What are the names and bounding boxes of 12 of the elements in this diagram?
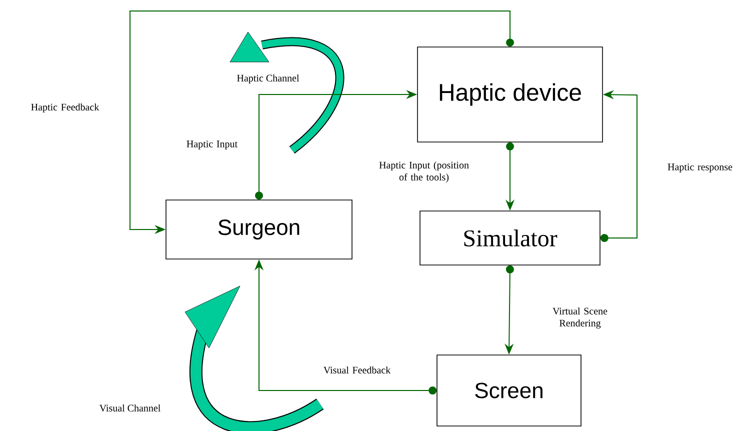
- edge-label: Haptic Input (position of the tools): [379, 161, 469, 183]
- edge-label: Visual Feedback: [324, 366, 391, 374]
- edge-label: Virtual Scene Rendering: [552, 307, 608, 329]
- channel-label: Visual Channel: [99, 404, 160, 412]
- process-box: Simulator: [420, 210, 600, 266]
- edge-label: Haptic response: [668, 164, 732, 172]
- display-box: Screen: [436, 354, 582, 426]
- edge-label: Haptic Feedback: [31, 103, 100, 113]
- device-box: Haptic device: [417, 46, 603, 142]
- channel-label: Haptic Channel: [237, 74, 300, 84]
- edge-label: Haptic Input: [186, 140, 238, 150]
- person-box: Surgeon: [166, 200, 352, 260]
